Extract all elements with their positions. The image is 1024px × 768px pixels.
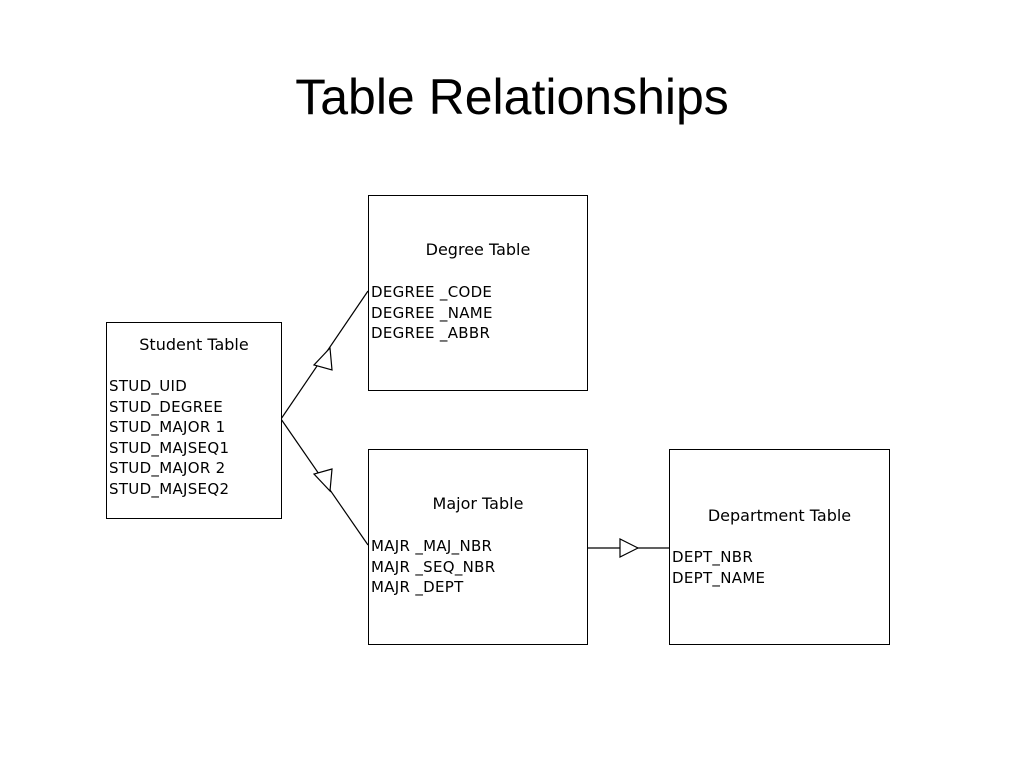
major-department-arrowhead [619, 538, 640, 558]
field-majr-dept: MAJR _DEPT [371, 578, 464, 596]
student-table-box: Student Table STUD_UID STUD_DEGREE STUD_… [106, 322, 282, 519]
degree-table-fields: DEGREE _CODE DEGREE _NAME DEGREE _ABBR [371, 282, 493, 344]
degree-table-box: Degree Table DEGREE _CODE DEGREE _NAME D… [368, 195, 588, 391]
field-stud-degree: STUD_DEGREE [109, 397, 224, 416]
field-majr-maj-nbr: MAJR _MAJ_NBR [371, 537, 493, 555]
field-stud-majseq2: STUD_MAJSEQ2 [109, 479, 230, 498]
field-majr-seq-nbr: MAJR _SEQ_NBR [371, 557, 496, 576]
field-stud-majseq1: STUD_MAJSEQ1 [109, 438, 230, 457]
department-table-fields: DEPT_NBR DEPT_NAME [672, 547, 765, 588]
major-table-box: Major Table MAJR _MAJ_NBR MAJR _SEQ_NBR … [368, 449, 588, 645]
field-dept-name: DEPT_NAME [672, 568, 766, 587]
major-table-fields: MAJR _MAJ_NBR MAJR _SEQ_NBR MAJR _DEPT [371, 536, 495, 598]
student-table-fields: STUD_UID STUD_DEGREE STUD_MAJOR 1 STUD_M… [109, 376, 229, 499]
student-table-title: Student Table [139, 335, 249, 354]
page-title: Table Relationships [295, 69, 729, 125]
field-stud-major1: STUD_MAJOR 1 [109, 418, 226, 436]
field-stud-uid: STUD_UID [109, 377, 188, 395]
field-degree-name: DEGREE _NAME [371, 303, 493, 322]
major-table-title: Major Table [432, 494, 524, 513]
field-stud-major2: STUD_MAJOR 2 [109, 459, 226, 477]
field-dept-nbr: DEPT_NBR [672, 548, 754, 566]
department-table-box: Department Table DEPT_NBR DEPT_NAME [669, 449, 890, 645]
department-table-title: Department Table [707, 506, 852, 525]
field-degree-code: DEGREE _CODE [371, 283, 493, 301]
field-degree-abbr: DEGREE _ABBR [371, 324, 491, 342]
student-degree-arrowhead [312, 346, 333, 371]
degree-table-title: Degree Table [425, 240, 531, 259]
student-major-arrowhead [312, 468, 333, 493]
